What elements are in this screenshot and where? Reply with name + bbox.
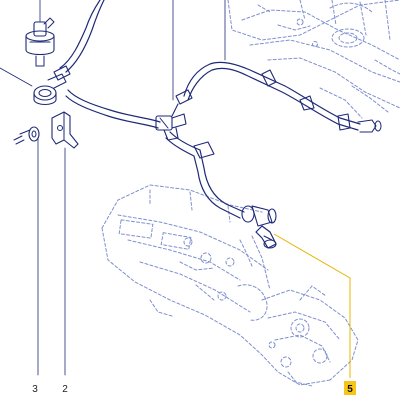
ghost-engine-bottom (101, 184, 359, 387)
pipe-lower (165, 131, 277, 227)
leader-lines (0, 0, 351, 378)
vacuum-hose-main (53, 0, 161, 129)
part-5-elbow-connector (255, 225, 277, 249)
bolt-washer (13, 126, 40, 145)
callout-5-highlight (344, 381, 356, 395)
mounting-bracket (51, 111, 79, 149)
callout-2-label: 2 (62, 384, 68, 395)
hose-clip (33, 73, 67, 106)
callout-5-leader (273, 233, 351, 378)
callout-5-label: 5 (347, 384, 353, 395)
hose-connector (155, 89, 193, 141)
callout-labels: 3 2 5 (32, 381, 356, 395)
ghost-engine-top (227, 0, 400, 119)
solenoid-valve (25, 17, 55, 67)
pipe-upper-right (183, 61, 382, 133)
callout-3-label: 3 (32, 384, 38, 395)
